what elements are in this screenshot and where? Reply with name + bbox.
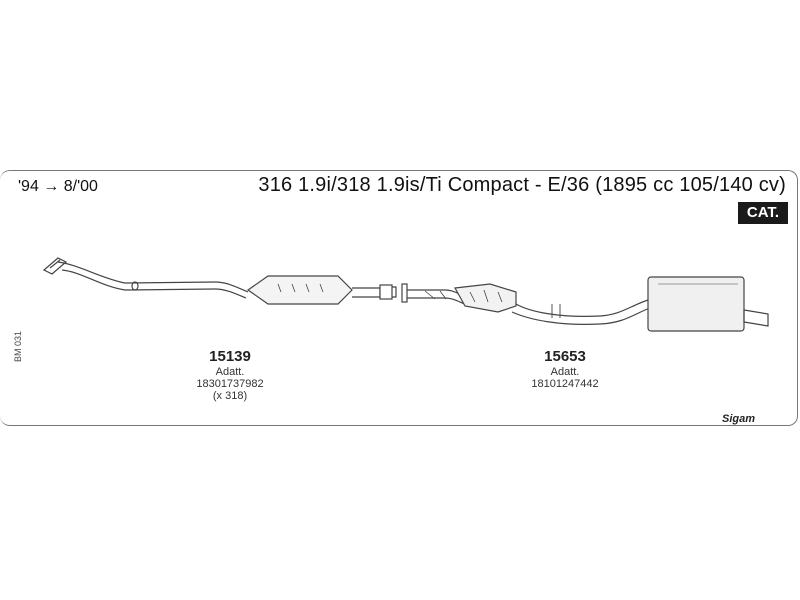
front-flange — [42, 257, 68, 275]
front-pipe-part-15139 — [57, 261, 397, 305]
diagram-panel — [0, 170, 798, 426]
year-range: '94 → 8/'00 — [18, 178, 98, 195]
part-label-15139: 15139 Adatt. 18301737982 (x 318) — [170, 348, 290, 402]
rear-flange — [401, 283, 408, 303]
part-adapter-label: Adatt. — [550, 366, 580, 378]
part-oem-number: 18301737982 — [196, 378, 264, 390]
cat-badge: CAT. — [738, 202, 788, 224]
part-number: 15653 — [544, 348, 586, 365]
rear-pipe-part-15653 — [407, 276, 769, 332]
part-note: (x 318) — [212, 390, 248, 402]
model-title: 316 1.9i/318 1.9is/Ti Compact - E/36 (18… — [258, 174, 786, 196]
part-label-15653: 15653 Adatt. 18101247442 — [505, 348, 625, 390]
part-adapter-label: Adatt. — [215, 366, 245, 378]
part-oem-number: 18101247442 — [531, 378, 599, 390]
brand-logo: Sigam — [722, 413, 756, 425]
part-number: 15139 — [209, 348, 251, 365]
